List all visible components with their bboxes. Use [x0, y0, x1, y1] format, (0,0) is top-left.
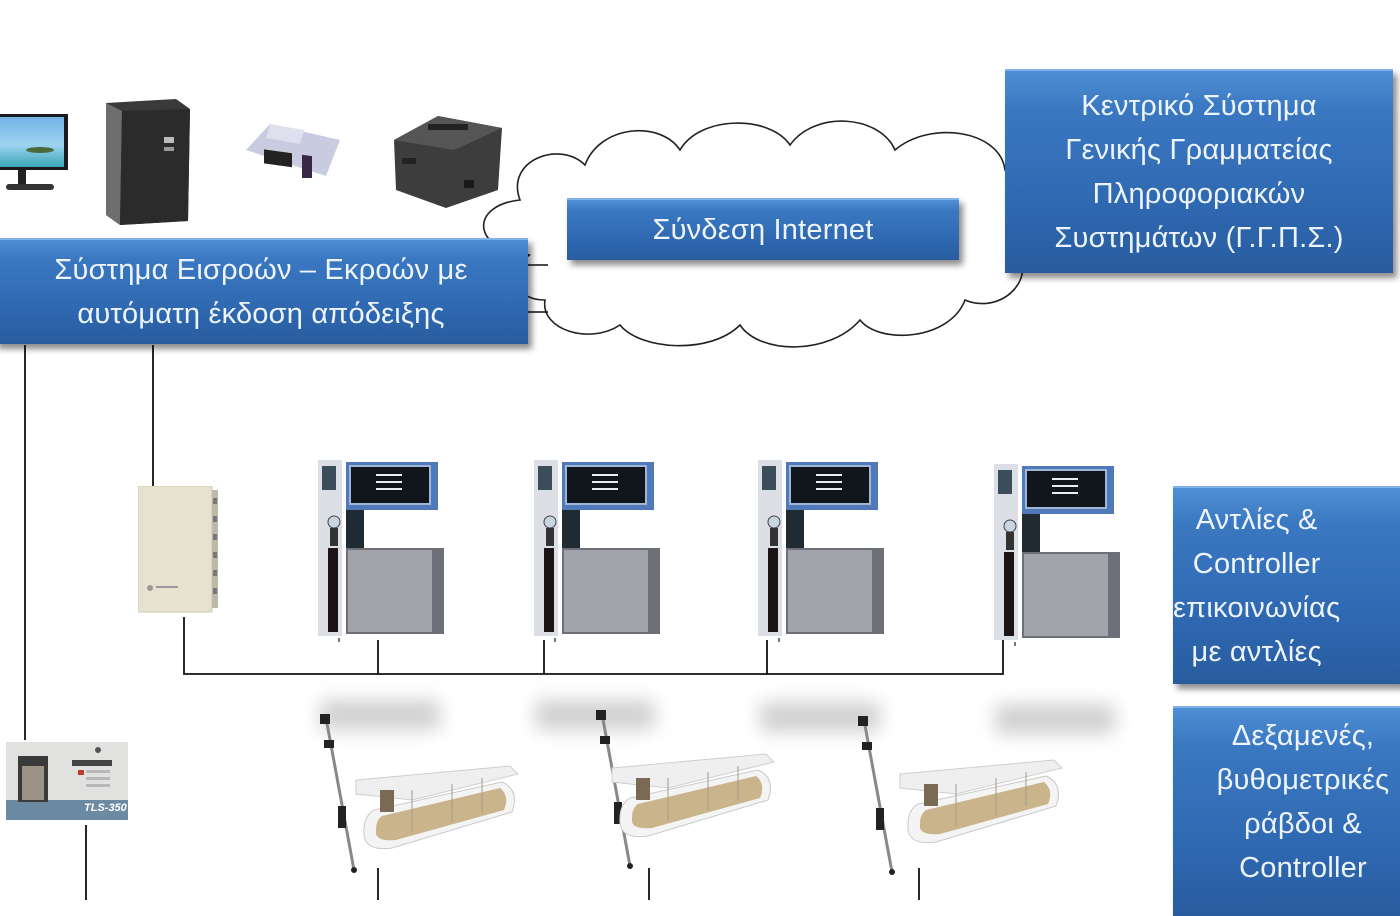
- monitor-icon: [0, 112, 70, 194]
- receipt-printer-icon: [388, 110, 506, 210]
- fuel-tank-icon: [352, 760, 522, 856]
- internet-connection-box: Σύνδεση Internet: [567, 198, 959, 260]
- pump-shadow: [320, 700, 440, 730]
- pump-shadow: [995, 704, 1115, 734]
- tanks-controller-box: Δεξαμενές, βυθομετρικές ράβδοι & Control…: [1173, 706, 1400, 916]
- fuel-pump-icon: [316, 456, 446, 643]
- fuel-tank-icon: [896, 754, 1066, 850]
- fuel-pump-icon: [756, 456, 886, 643]
- fuel-pump-icon: [992, 460, 1122, 647]
- pc-tower-icon: [102, 97, 192, 227]
- pumps-controller-box: Αντλίες & Controller επικοινωνίας με αντ…: [1173, 486, 1400, 684]
- central-system-box: Κεντρικό Σύστημα Γενικής Γραμματείας Πλη…: [1005, 69, 1393, 273]
- tank-gauge-console-label: TLS-350: [84, 802, 127, 814]
- pump-shadow: [535, 700, 655, 730]
- fiscal-device-icon: [240, 110, 345, 181]
- pump-controller-icon: [137, 485, 220, 616]
- wire-pump-bus: [183, 617, 1004, 675]
- level-probe-icon: [850, 712, 900, 882]
- tank-gauge-console-icon: TLS-350: [6, 742, 132, 824]
- fuel-tank-icon: [608, 748, 778, 844]
- pos-system-box: Σύστημα Εισροών – Εκροών με αυτόματη έκδ…: [0, 238, 528, 344]
- fuel-pump-icon: [532, 456, 662, 643]
